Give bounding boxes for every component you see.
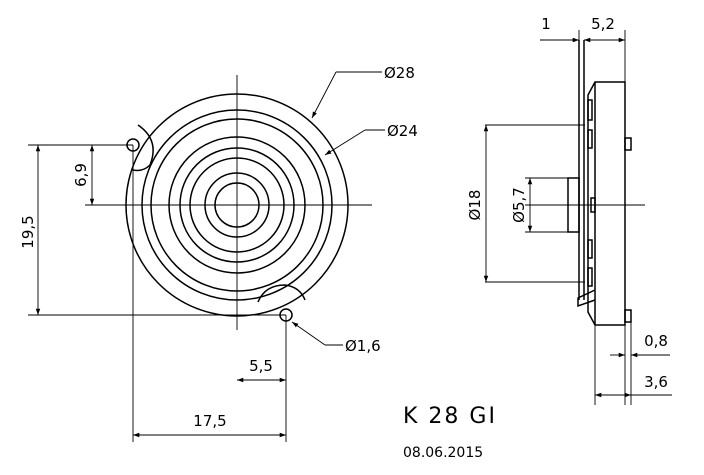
leader-1-6 bbox=[291, 321, 326, 346]
dim-text-3-6: 3,6 bbox=[644, 373, 668, 391]
profile-detail-1 bbox=[587, 99, 593, 121]
dim-text-18: Ø18 bbox=[466, 190, 484, 221]
dim-text-17-5: 17,5 bbox=[193, 412, 226, 430]
dim-text-6-9: 6,9 bbox=[72, 163, 90, 187]
upper-notch bbox=[132, 124, 154, 172]
dim-text-19-5: 19,5 bbox=[19, 215, 37, 248]
side-tab bbox=[577, 289, 596, 308]
inner-circle bbox=[141, 109, 333, 301]
bottom-pin bbox=[624, 309, 632, 323]
leader-24 bbox=[324, 129, 366, 156]
drawing-date: 08.06.2015 bbox=[403, 445, 483, 461]
ring-4 bbox=[189, 157, 285, 253]
top-pin bbox=[624, 137, 632, 151]
dim-text-24: Ø24 bbox=[387, 122, 418, 140]
drawing-title: K 28 GI bbox=[403, 404, 497, 429]
profile-detail-3 bbox=[587, 239, 593, 259]
ring-6 bbox=[214, 182, 260, 228]
ring-3 bbox=[179, 147, 295, 263]
leader-28 bbox=[311, 71, 337, 119]
dim-text-5-2: 5,2 bbox=[591, 15, 615, 33]
dim-text-1: 1 bbox=[541, 15, 551, 33]
dim-text-1-6: Ø1,6 bbox=[345, 337, 381, 355]
dim-text-28: Ø28 bbox=[384, 64, 415, 82]
profile-detail-4 bbox=[587, 267, 593, 287]
profile-detail-2 bbox=[587, 129, 593, 149]
outer-circle bbox=[125, 93, 349, 317]
dim-text-5-5: 5,5 bbox=[249, 357, 273, 375]
dim-text-0-8: 0,8 bbox=[644, 332, 668, 350]
front-view: 19,5 6,9 5,5 17,5 Ø28 Ø24 Ø1,6 bbox=[19, 64, 418, 442]
lower-notch bbox=[257, 284, 306, 303]
side-view: 1 5,2 Ø18 Ø5,7 0,8 3,6 bbox=[466, 15, 672, 405]
dim-text-5-7: Ø5,7 bbox=[510, 187, 528, 223]
housing-body bbox=[587, 81, 626, 326]
ring-5 bbox=[204, 172, 270, 238]
hub-center bbox=[590, 197, 596, 213]
ring-2 bbox=[168, 136, 306, 274]
inner-hub bbox=[567, 177, 580, 233]
ring-1 bbox=[150, 118, 324, 292]
